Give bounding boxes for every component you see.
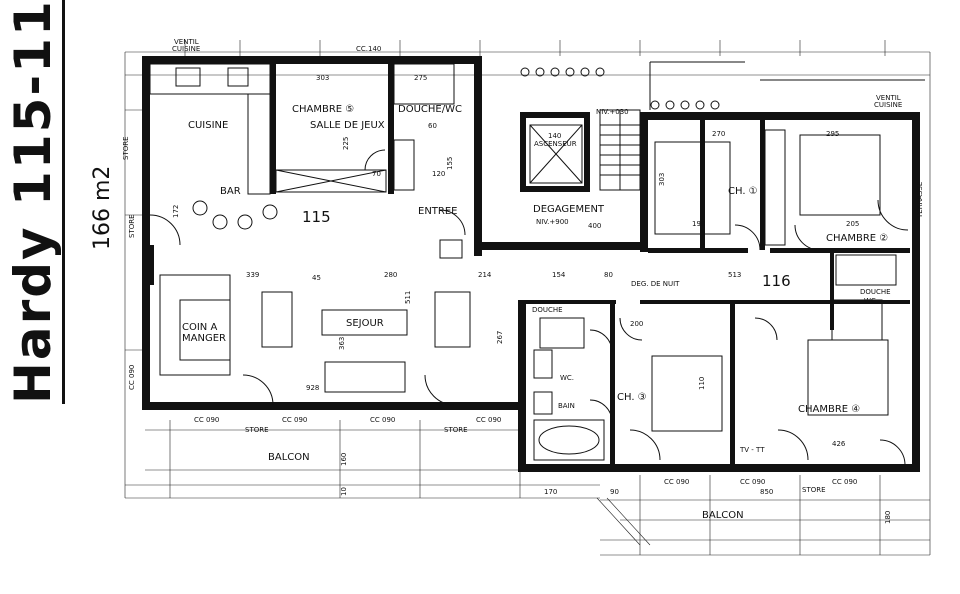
construction-lines bbox=[124, 40, 931, 556]
label-douche-wc-top: DOUCHE/WC bbox=[398, 104, 462, 115]
dim-511: 511 bbox=[404, 291, 412, 304]
label-niv-030: NIV.+030 bbox=[596, 108, 629, 116]
label-store-1: STORE bbox=[245, 426, 269, 434]
dim-295: 295 bbox=[826, 130, 839, 138]
label-store-2: STORE bbox=[444, 426, 468, 434]
fixtures bbox=[149, 61, 925, 466]
dim-60: 60 bbox=[428, 122, 437, 130]
dim-155: 155 bbox=[446, 157, 454, 170]
stairs bbox=[600, 110, 640, 190]
label-bain: BAIN bbox=[558, 402, 575, 410]
dim-928: 928 bbox=[306, 384, 319, 392]
label-ventil-right-2: CUISINE bbox=[874, 101, 902, 109]
dim-154: 154 bbox=[552, 271, 566, 279]
dim-214: 214 bbox=[478, 271, 492, 279]
label-chambre-2: CHAMBRE ② bbox=[826, 233, 888, 244]
dim-225: 225 bbox=[342, 137, 350, 150]
dim-190: 190 bbox=[692, 220, 705, 228]
dim-80: 80 bbox=[604, 271, 613, 279]
label-chambre-5: CHAMBRE ⑤ bbox=[292, 104, 354, 115]
dim-70: 70 bbox=[372, 170, 381, 178]
label-sejour: SEJOUR bbox=[346, 318, 384, 329]
label-wc-right: WC. bbox=[864, 297, 878, 305]
label-entree: ENTREE bbox=[418, 206, 458, 217]
dim-205: 205 bbox=[846, 220, 859, 228]
label-store-left-1: STORE bbox=[122, 136, 130, 160]
label-ventil-right-1: VENTIL bbox=[876, 94, 901, 102]
dim-172: 172 bbox=[172, 205, 180, 218]
room-labels: CUISINE BAR CHAMBRE ⑤ SALLE DE JEUX DOUC… bbox=[182, 104, 924, 454]
dim-140: 140 bbox=[548, 132, 561, 140]
dim-45: 45 bbox=[312, 274, 321, 282]
label-ascenseur: ASCENSEUR bbox=[534, 140, 577, 148]
dim-110: 110 bbox=[698, 377, 706, 390]
dim-363: 363 bbox=[338, 337, 346, 350]
label-cc090-4: CC 090 bbox=[476, 416, 501, 424]
dim-180: 180 bbox=[884, 511, 892, 524]
label-cc090-1: CC 090 bbox=[194, 416, 219, 424]
label-ventil-left-1: VENTIL bbox=[174, 38, 199, 46]
dim-160: 160 bbox=[340, 453, 348, 466]
label-chambre-4: CHAMBRE ④ bbox=[798, 404, 860, 415]
dim-90: 90 bbox=[610, 488, 619, 496]
label-store-left-2: STORE bbox=[128, 214, 136, 238]
label-balcon-left: BALCON bbox=[268, 452, 310, 463]
exterior-labels: VENTIL CUISINE VENTIL CUISINE CC.140 STO… bbox=[122, 38, 902, 521]
dim-513: 513 bbox=[728, 271, 741, 279]
label-cc090-6: CC 090 bbox=[740, 478, 765, 486]
label-manger: MANGER bbox=[182, 333, 226, 344]
label-unit-115: 115 bbox=[302, 208, 331, 226]
label-douche-right: DOUCHE bbox=[860, 288, 891, 296]
label-deg-de-nuit: DEG. DE NUIT bbox=[631, 280, 680, 288]
label-cc140: CC.140 bbox=[356, 45, 381, 53]
dim-170: 170 bbox=[544, 488, 557, 496]
label-cc090-5: CC 090 bbox=[664, 478, 689, 486]
dim-426: 426 bbox=[832, 440, 846, 448]
label-balcon-right: BALCON bbox=[702, 510, 744, 521]
label-cuisine: CUISINE bbox=[188, 120, 228, 131]
dim-10: 10 bbox=[340, 487, 348, 496]
dim-270: 270 bbox=[712, 130, 725, 138]
dim-280: 280 bbox=[384, 271, 397, 279]
dim-267: 267 bbox=[496, 331, 504, 344]
dim-303b: 303 bbox=[658, 173, 666, 186]
dim-850: 850 bbox=[760, 488, 773, 496]
label-coin-a: COIN A bbox=[182, 322, 217, 333]
label-niv-900: NIV.+900 bbox=[536, 218, 569, 226]
dim-400: 400 bbox=[588, 222, 601, 230]
label-cc090-2: CC 090 bbox=[282, 416, 307, 424]
label-degagement: DEGAGEMENT bbox=[533, 204, 605, 215]
label-cc090-3: CC 090 bbox=[370, 416, 395, 424]
label-wc: WC. bbox=[560, 374, 574, 382]
label-ch-1: CH. ① bbox=[728, 186, 758, 197]
dimension-labels: 303 275 225 155 120 70 140 270 295 303 1… bbox=[172, 74, 892, 524]
dim-275: 275 bbox=[414, 74, 427, 82]
label-unit-116: 116 bbox=[762, 272, 791, 290]
label-douche: DOUCHE bbox=[532, 306, 563, 314]
dim-303: 303 bbox=[316, 74, 329, 82]
label-cc090-7: CC 090 bbox=[832, 478, 857, 486]
dim-200: 200 bbox=[630, 320, 643, 328]
label-tv-tt: TV - TT bbox=[739, 446, 765, 454]
label-cc090-left: CC 090 bbox=[128, 365, 136, 390]
label-bar: BAR bbox=[220, 186, 241, 197]
label-store-3: STORE bbox=[802, 486, 826, 494]
label-ventil-left-2: CUISINE bbox=[172, 45, 200, 53]
dim-120: 120 bbox=[432, 170, 445, 178]
walls bbox=[142, 56, 920, 472]
label-salle-de-jeux: SALLE DE JEUX bbox=[310, 120, 385, 131]
dim-339: 339 bbox=[246, 271, 259, 279]
label-terrasse: TERRASSE bbox=[916, 182, 924, 219]
label-ch-3: CH. ③ bbox=[617, 392, 647, 403]
